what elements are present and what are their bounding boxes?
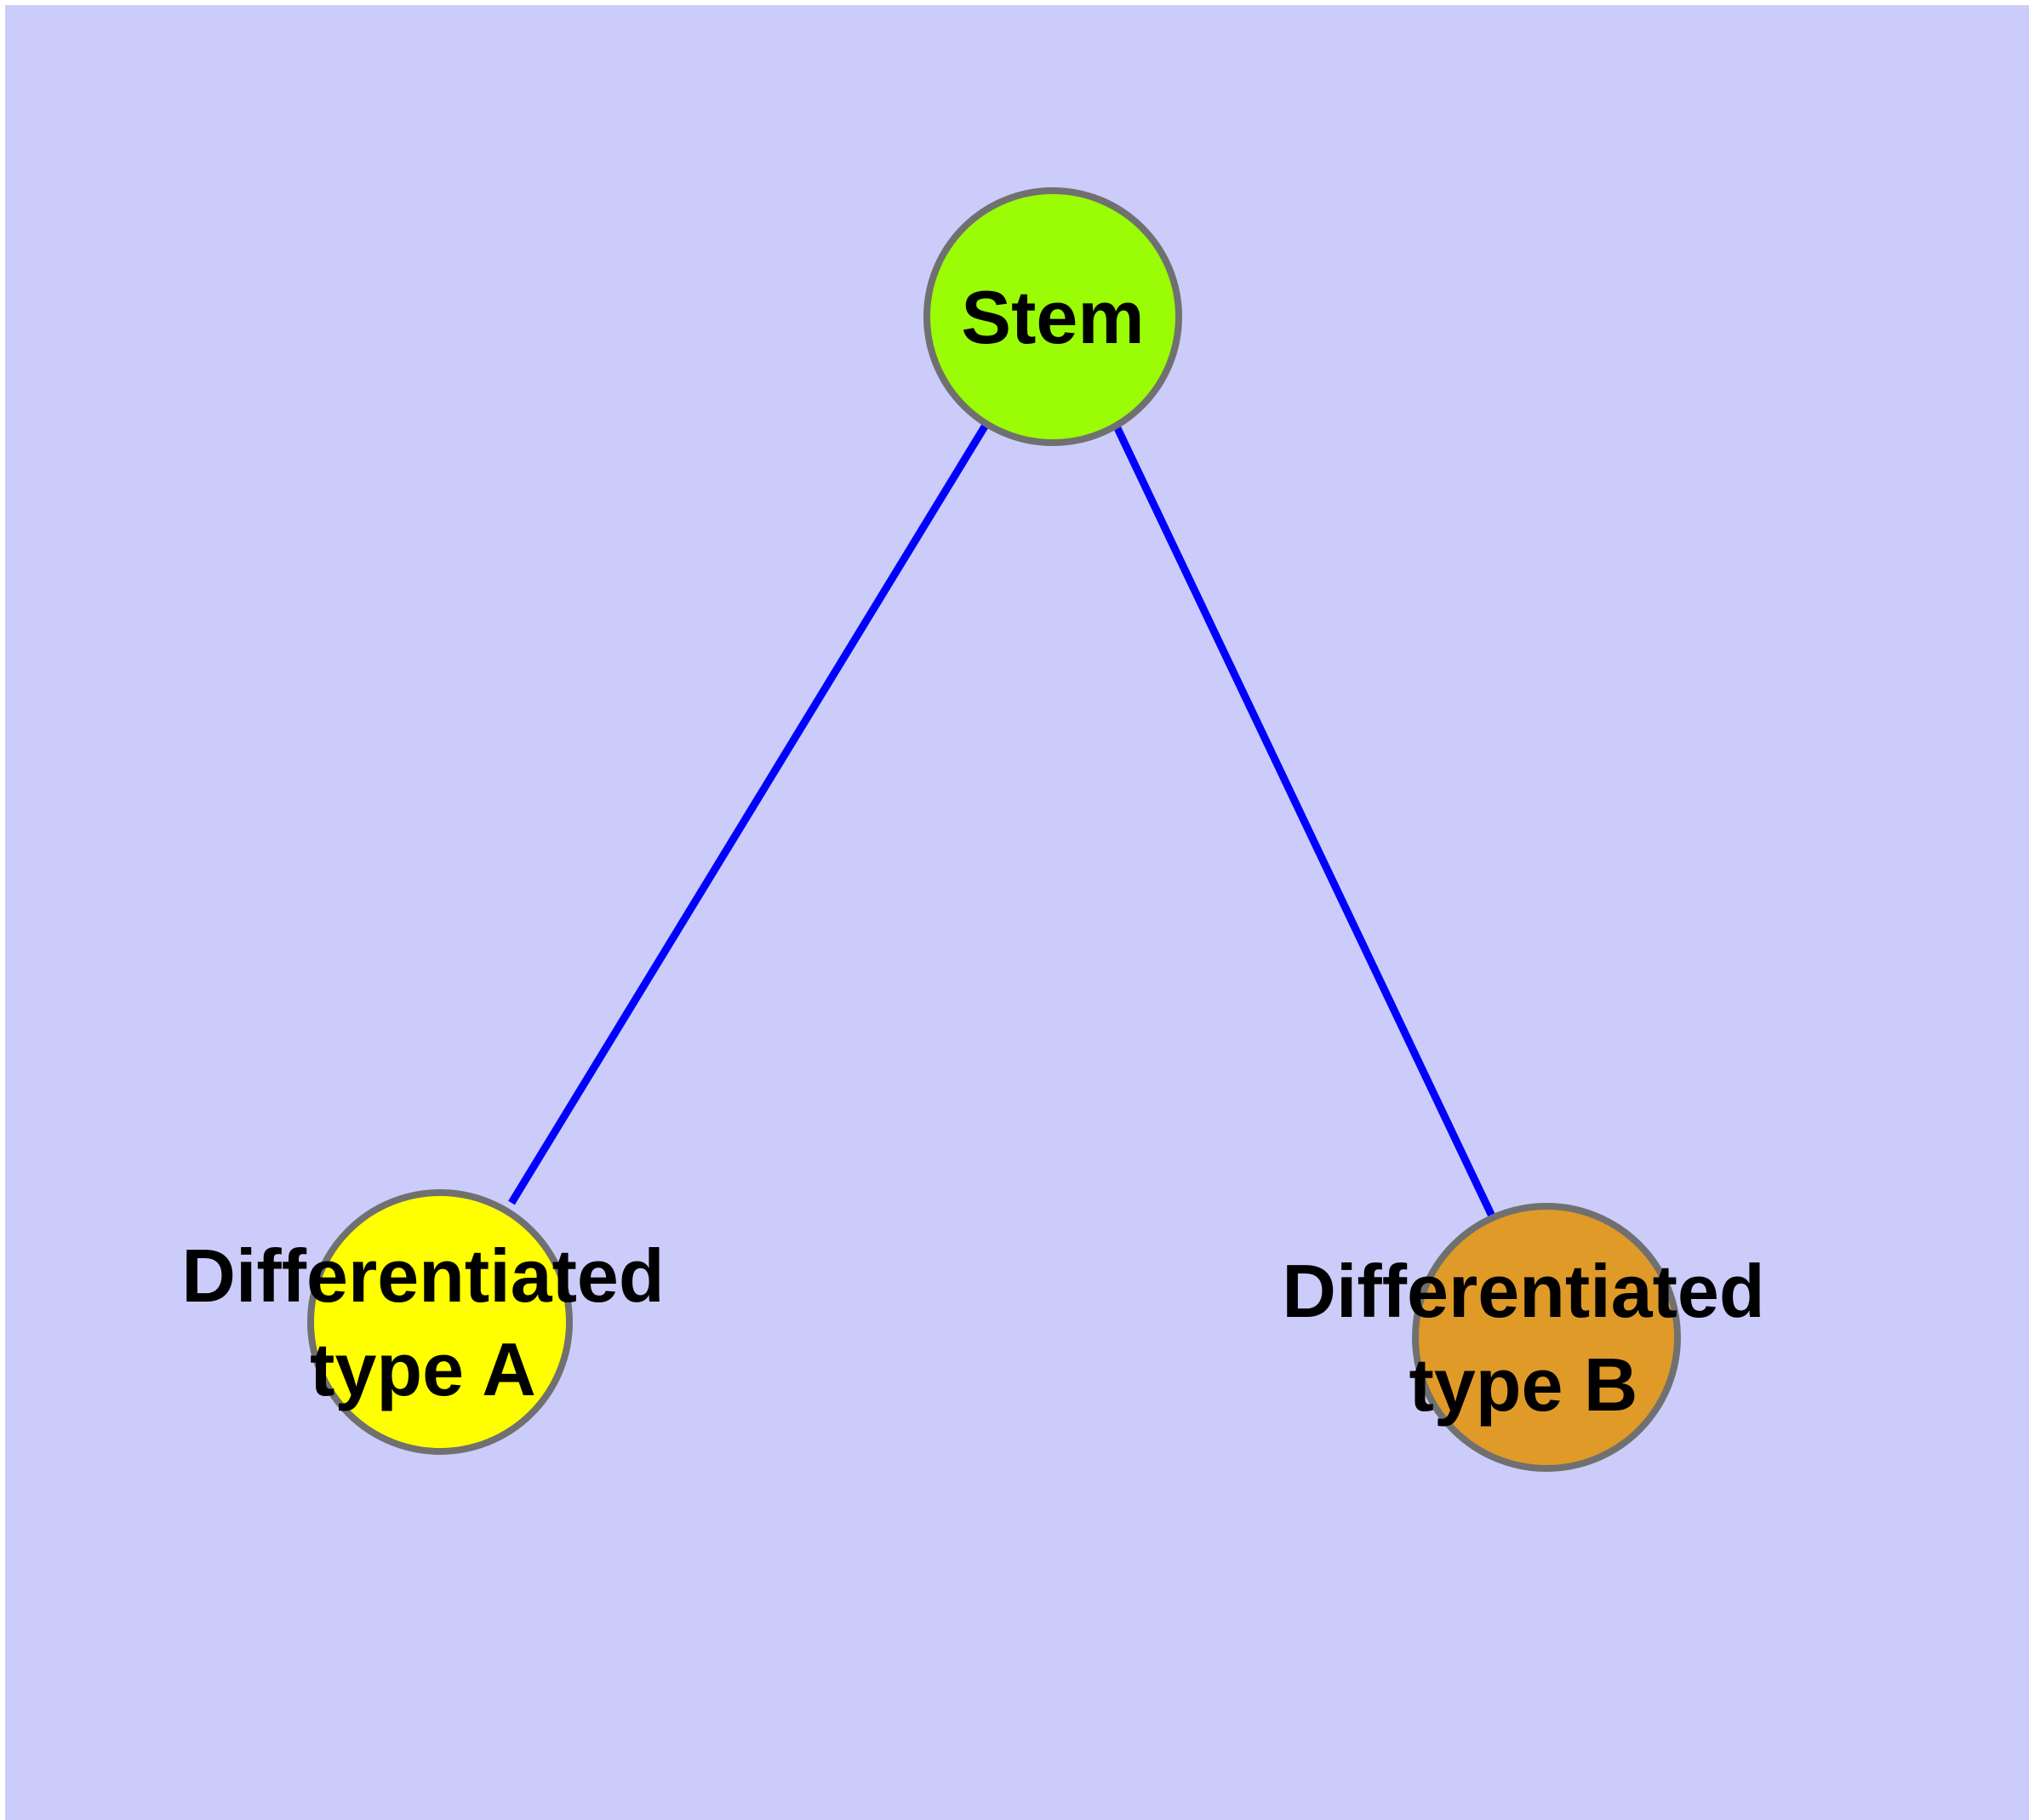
label-line: type A [310, 1327, 536, 1411]
edge-stem-to-diff-a[interactable] [508, 424, 988, 1205]
node-differentiated-type-b-label: Differentiated type B [1282, 1249, 1764, 1427]
label-line: Differentiated [1282, 1249, 1764, 1333]
node-layer: Stem Differentiated type A Differentiated… [181, 187, 1765, 1472]
node-stem-label: Stem [961, 275, 1144, 359]
node-differentiated-type-a-circle[interactable] [307, 1189, 573, 1455]
label-line: Stem [961, 275, 1144, 359]
label-line: Differentiated [181, 1233, 664, 1318]
label-line: type B [1409, 1342, 1638, 1427]
node-stem[interactable]: Stem [923, 187, 1182, 446]
node-differentiated-type-b[interactable]: Differentiated type B [1282, 1203, 1765, 1472]
node-stem-circle[interactable] [923, 187, 1182, 446]
node-differentiated-type-a-label: Differentiated type A [181, 1233, 664, 1411]
edge-stem-to-diff-b[interactable] [1113, 426, 1500, 1225]
node-differentiated-type-b-circle[interactable] [1412, 1203, 1681, 1472]
node-differentiated-type-a[interactable]: Differentiated type A [181, 1189, 665, 1455]
edge-layer [508, 424, 1500, 1225]
